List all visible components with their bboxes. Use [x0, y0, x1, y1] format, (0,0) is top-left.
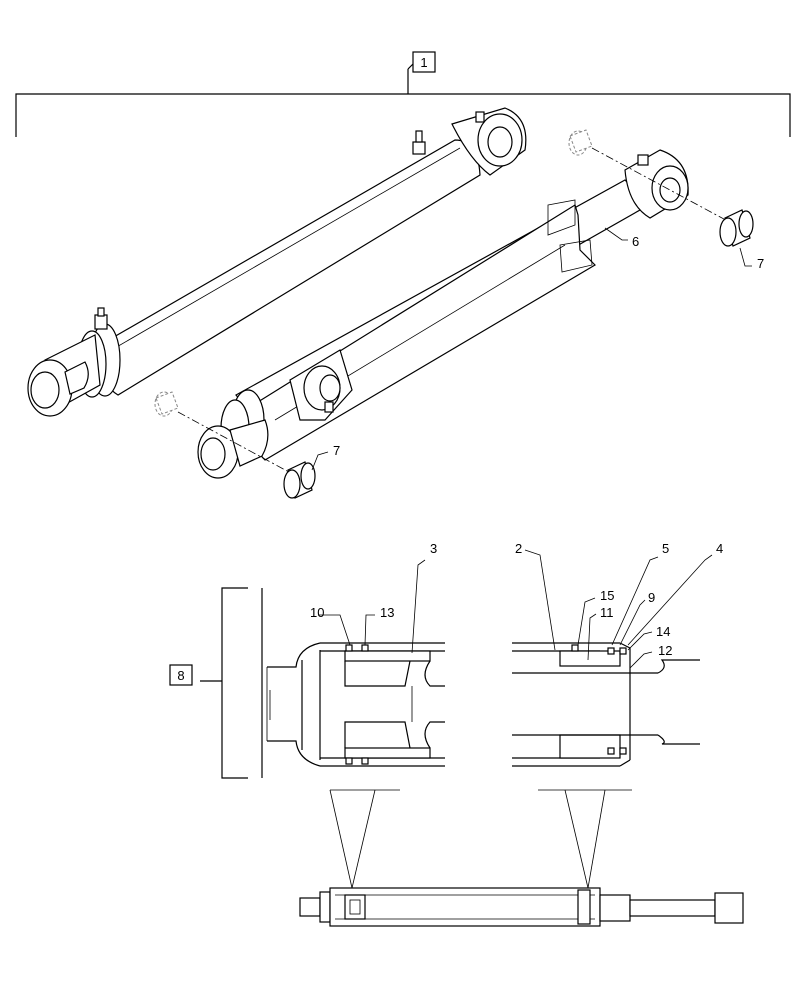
bushing-right-ghost — [568, 129, 593, 156]
callout-7-left: 7 — [333, 443, 340, 458]
callout-9: 9 — [648, 590, 655, 605]
callout-6: 6 — [632, 234, 639, 249]
bushing-left — [283, 461, 316, 499]
section-piston-end — [261, 588, 445, 778]
cutaway-cylinder — [197, 149, 689, 479]
callout-13: 13 — [380, 605, 394, 620]
callout-11: 11 — [600, 605, 614, 620]
callout-10: 10 — [310, 605, 324, 620]
assembled-cylinder — [27, 107, 527, 417]
callout-1: 1 — [420, 55, 427, 70]
cylinder-side-view — [299, 887, 744, 927]
callout-box-1 — [412, 51, 436, 73]
section-rod-end — [512, 642, 700, 767]
callout-2: 2 — [515, 541, 522, 556]
callout-7-right: 7 — [757, 256, 764, 271]
callout-14: 14 — [656, 624, 670, 639]
callout-4: 4 — [716, 541, 723, 556]
bushing-right — [719, 209, 754, 247]
callout-3: 3 — [430, 541, 437, 556]
callout-8: 8 — [177, 668, 184, 683]
callout-box-8 — [169, 664, 193, 686]
callout-5: 5 — [662, 541, 669, 556]
section-bracket-8 — [200, 587, 248, 779]
assembly-bracket — [15, 63, 791, 137]
bushing-left-ghost — [154, 391, 179, 417]
callout-12: 12 — [658, 643, 672, 658]
callout-15: 15 — [600, 588, 614, 603]
detail-pointers — [329, 789, 632, 889]
